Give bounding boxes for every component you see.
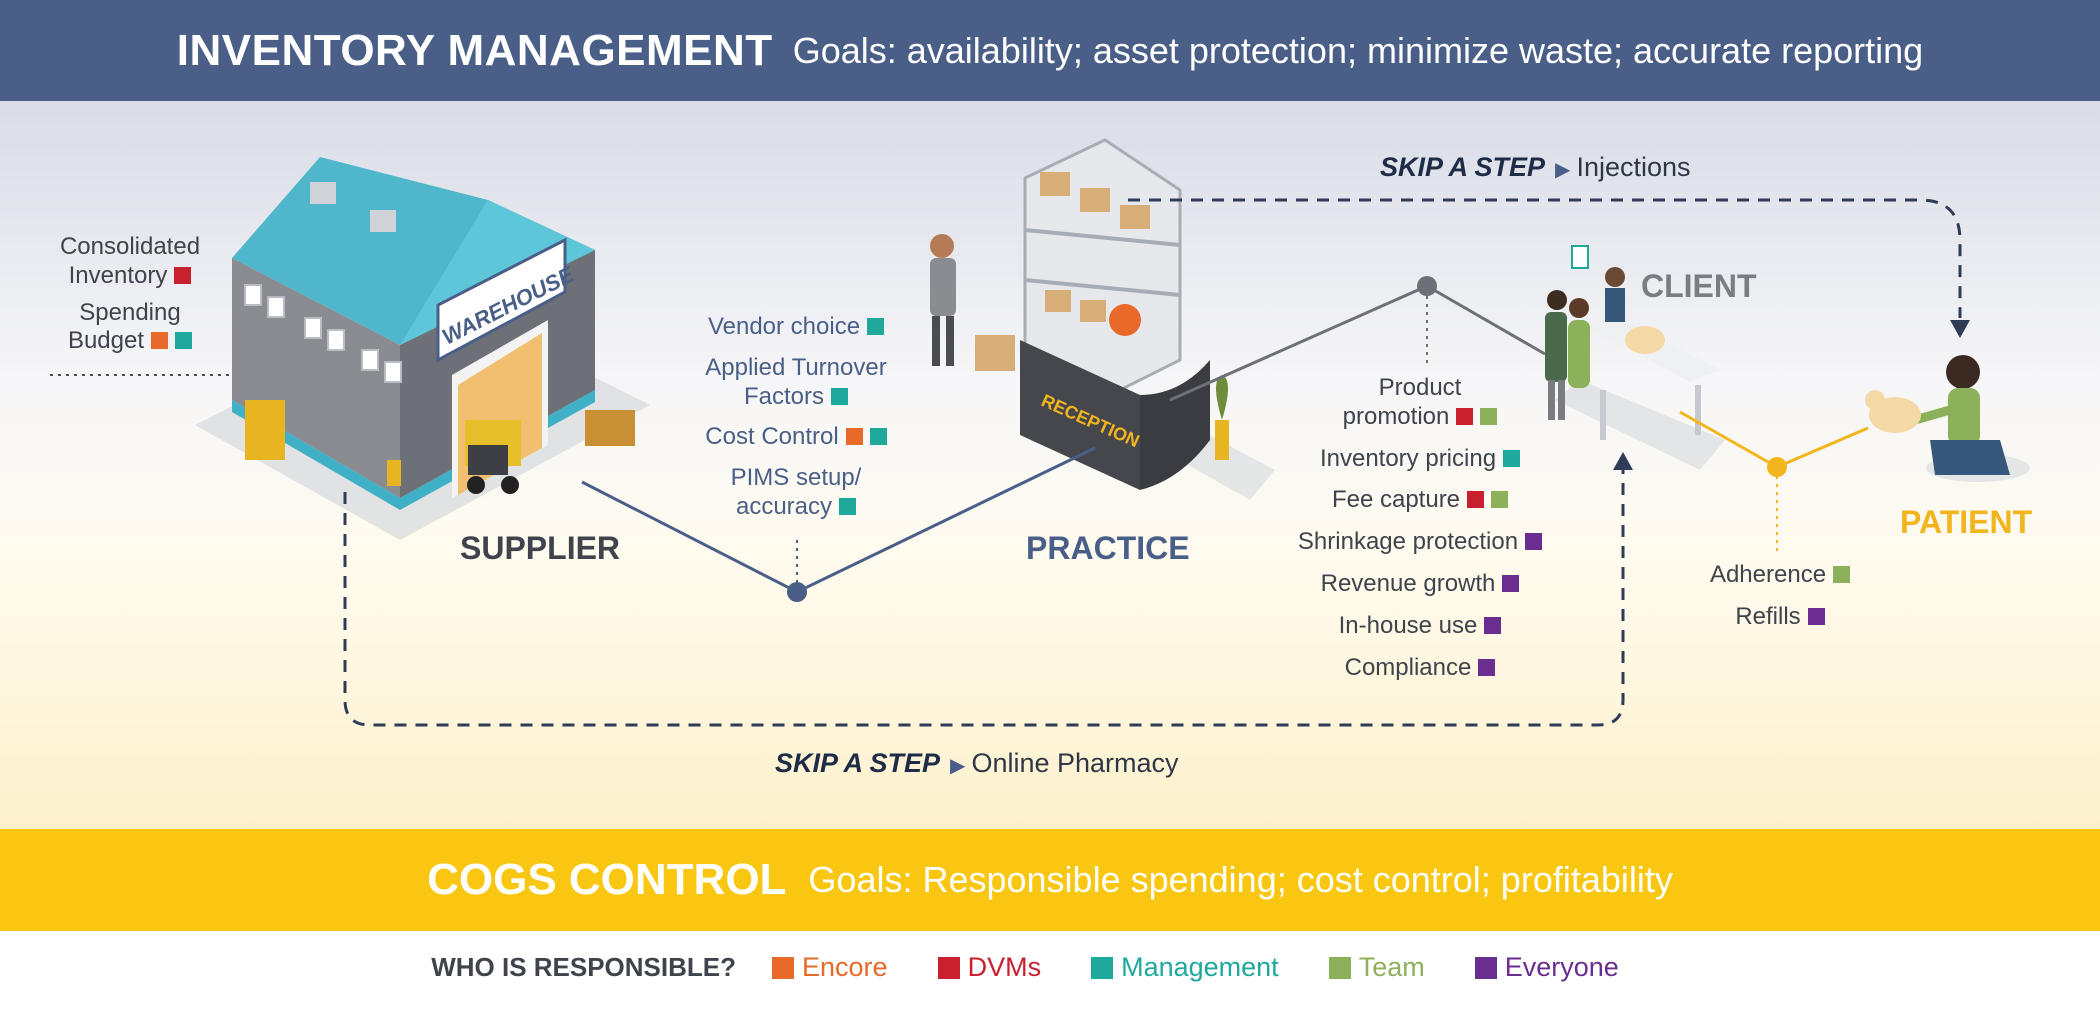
skip-injections-text: Injections xyxy=(1576,152,1691,182)
supplier-items: Consolidated Inventory Spending Budget xyxy=(50,233,210,356)
cogs-title-row: COGS CONTROL Goals: Responsible spending… xyxy=(0,829,2100,931)
vendor-choice: Vendor choice xyxy=(707,313,861,340)
adherence: Adherence xyxy=(1709,561,1827,588)
revenue-growth: Revenue growth xyxy=(1320,569,1496,597)
stage-client: CLIENT xyxy=(1641,268,1757,304)
everyone-marker xyxy=(1502,574,1520,592)
legend-management-label: Management xyxy=(1121,952,1279,982)
turnover-line-2: Factors xyxy=(743,382,824,410)
team-marker xyxy=(1480,407,1498,425)
practice-items: Vendor choice Applied Turnover Factors C… xyxy=(686,313,906,522)
legend-team: Team xyxy=(1328,952,1425,983)
header-goals: Goals: availability; asset protection; m… xyxy=(792,29,1924,71)
skip-step-label: SKIP A STEP xyxy=(1380,152,1546,182)
inventory-pricing: Inventory pricing xyxy=(1319,444,1497,472)
client-illustration xyxy=(1545,245,1725,470)
everyone-marker xyxy=(1478,658,1496,676)
inventory-management-band xyxy=(0,0,2100,101)
header-title-row: INVENTORY MANAGEMENT Goals: availability… xyxy=(0,0,2100,101)
warehouse-illustration: WAREHOUSE xyxy=(195,157,650,540)
legend-title: WHO IS RESPONSIBLE? xyxy=(431,952,737,982)
practice-node xyxy=(787,582,807,602)
skip-injections-arrowhead xyxy=(1950,320,1970,338)
responsibility-legend: WHO IS RESPONSIBLE? Encore DVMs Manageme… xyxy=(0,952,2100,983)
dvms-marker xyxy=(1456,407,1474,425)
pims-line-2: accuracy xyxy=(735,492,833,520)
client-items: Product promotion Inventory pricing Fee … xyxy=(1280,374,1560,682)
encore-marker xyxy=(845,428,863,446)
team-swatch xyxy=(1328,956,1351,979)
play-triangle-icon: ▶ xyxy=(950,755,966,777)
management-marker xyxy=(867,318,885,335)
play-triangle-icon: ▶ xyxy=(1555,159,1571,181)
client-node xyxy=(1417,276,1437,296)
stage-supplier: SUPPLIER xyxy=(460,530,621,566)
patient-illustration xyxy=(1865,355,2030,482)
dvms-swatch xyxy=(937,956,960,979)
dvms-marker xyxy=(1467,491,1485,509)
legend-team-label: Team xyxy=(1358,952,1425,982)
fee-capture: Fee capture xyxy=(1331,486,1461,514)
patient-node xyxy=(1767,457,1787,477)
legend-background xyxy=(0,931,2100,1024)
cost-control: Cost Control xyxy=(705,423,839,451)
cogs-control-band xyxy=(0,829,2100,931)
pims-line-1: PIMS setup/ xyxy=(730,464,862,492)
legend-management: Management xyxy=(1091,952,1279,983)
everyone-swatch xyxy=(1474,956,1497,979)
skip-injections-path xyxy=(1128,198,1962,318)
management-marker xyxy=(839,497,857,515)
team-marker xyxy=(1833,566,1851,583)
legend-everyone-label: Everyone xyxy=(1504,952,1619,982)
stage-practice: PRACTICE xyxy=(1026,530,1190,566)
skip-online-pharmacy-path xyxy=(343,470,1625,727)
encore-marker xyxy=(151,332,169,350)
legend-everyone: Everyone xyxy=(1474,952,1619,983)
team-marker xyxy=(1491,491,1509,509)
promo-line-1: Product xyxy=(1378,374,1462,401)
legend-encore: Encore xyxy=(772,952,888,983)
everyone-marker xyxy=(1484,616,1502,634)
management-marker xyxy=(1503,449,1521,467)
skip-online-pharmacy-arrowhead xyxy=(1613,452,1633,470)
practice-illustration: RECEPTION xyxy=(930,138,1275,500)
legend-dvms-label: DVMs xyxy=(967,952,1042,982)
management-marker xyxy=(831,387,848,405)
promo-line-2: promotion xyxy=(1342,402,1450,430)
management-marker xyxy=(175,332,193,350)
spending-line-1: Spending xyxy=(79,298,181,326)
skip-online-pharmacy-text: Online Pharmacy xyxy=(971,748,1179,778)
turnover-line-1: Applied Turnover xyxy=(705,353,887,381)
shrinkage-protection: Shrinkage protection xyxy=(1297,528,1519,556)
encore-swatch xyxy=(772,956,795,979)
cogs-title: COGS CONTROL xyxy=(427,855,787,904)
management-swatch xyxy=(1091,956,1114,979)
cogs-goals: Goals: Responsible spending; cost contro… xyxy=(808,859,1673,900)
refills: Refills xyxy=(1735,602,1801,630)
in-house-use: In-house use xyxy=(1338,611,1478,639)
dvms-marker xyxy=(174,266,192,284)
compliance: Compliance xyxy=(1344,653,1472,681)
skip-step-online-pharmacy: SKIP A STEP ▶Online Pharmacy xyxy=(775,748,1179,779)
everyone-marker xyxy=(1807,607,1825,625)
stage-patient: PATIENT xyxy=(1900,504,2033,540)
patient-items: Adherence Refills xyxy=(1690,561,1870,632)
spending-line-2: Budget xyxy=(67,327,145,355)
consolidated-line-1: Consolidated xyxy=(59,233,201,260)
consolidated-line-2: Inventory xyxy=(68,261,168,289)
legend-dvms: DVMs xyxy=(937,952,1042,983)
management-marker xyxy=(869,428,887,446)
legend-encore-label: Encore xyxy=(802,952,888,982)
skip-step-injections: SKIP A STEP ▶Injections xyxy=(1380,152,1691,183)
everyone-marker xyxy=(1525,533,1543,551)
skip-step-label: SKIP A STEP xyxy=(775,748,941,778)
header-title: INVENTORY MANAGEMENT xyxy=(176,25,773,75)
